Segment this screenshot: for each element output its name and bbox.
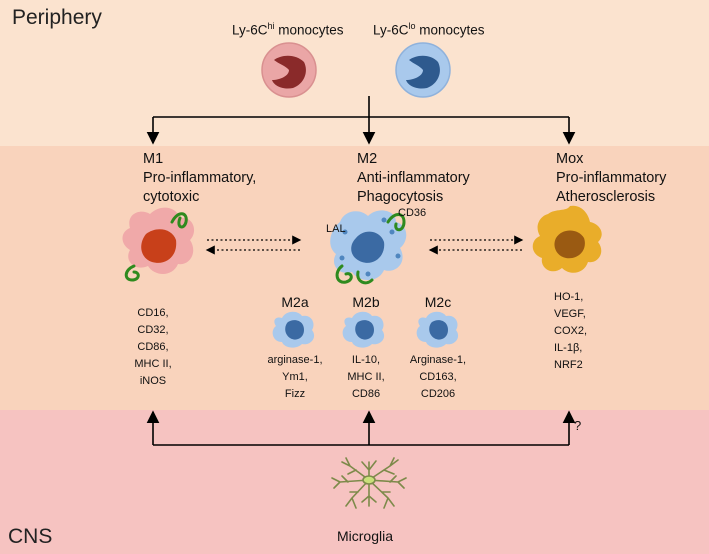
mox-marker: IL-1β,	[554, 342, 583, 354]
mox-marker: VEGF,	[554, 308, 586, 320]
m2-mox-dotted-arrows	[428, 235, 524, 255]
m2b-marker: MHC II,	[347, 371, 385, 383]
m2c-title: M2c	[424, 294, 452, 310]
lal-label: LAL	[326, 223, 346, 235]
m2c-cell	[416, 311, 459, 348]
mox-markers: HO-1, VEGF, COX2, IL-1β, NRF2	[542, 289, 610, 374]
m1-markers: CD16, CD32, CD86, MHC II, iNOS	[125, 305, 181, 390]
ly6c-hi-monocyte	[261, 42, 317, 98]
mox-marker: HO-1,	[554, 291, 584, 303]
microglia-branch-arrows	[146, 410, 576, 446]
m2a-marker: Ym1,	[282, 371, 308, 383]
mox-marker: COX2,	[554, 325, 588, 337]
m2b-marker: CD86	[351, 388, 381, 400]
m1-description-line-1: Pro-inflammatory,	[143, 170, 257, 186]
m2-macrophage	[330, 210, 407, 285]
m2-title: M2	[357, 151, 378, 167]
m2c-marker: Arginase-1,	[409, 354, 467, 366]
m1-marker: CD86,	[137, 341, 169, 353]
m2a-title: M2a	[281, 294, 309, 310]
m2a-markers: arginase-1, Ym1, Fizz	[260, 352, 330, 403]
mox-origin-question-mark: ?	[574, 418, 582, 433]
m2c-marker: CD206	[420, 388, 456, 400]
m1-marker: iNOS	[139, 375, 167, 387]
microglia-cell	[331, 457, 407, 509]
cd36-label: CD36	[398, 207, 427, 219]
mox-header: Mox Pro-inflammatory Atherosclerosis	[556, 150, 666, 207]
m1-m2-dotted-arrows	[205, 235, 302, 255]
m2c-marker: CD163,	[419, 371, 457, 383]
m1-description-line-2: cytotoxic	[143, 189, 200, 205]
periphery-label: Periphery	[12, 6, 102, 29]
m2a-cell	[272, 311, 315, 348]
m1-marker: CD32,	[137, 324, 169, 336]
m2b-title: M2b	[352, 294, 380, 310]
m2b-cell	[342, 311, 385, 348]
ly6c-lo-monocyte	[395, 42, 451, 98]
mox-title: Mox	[556, 151, 584, 167]
ly6c-hi-monocytes-label: Ly-6Chi monocytes	[232, 21, 344, 38]
m1-marker: CD16,	[137, 307, 169, 319]
macrophage-band	[0, 146, 709, 410]
mox-macrophage	[532, 205, 602, 273]
ly6c-lo-monocytes-label: Ly-6Clo monocytes	[373, 21, 485, 38]
microglia-label: Microglia	[337, 528, 394, 544]
m1-marker: MHC II,	[134, 358, 172, 370]
periphery-branch-arrows	[146, 96, 576, 145]
m2b-marker: IL-10,	[351, 354, 381, 366]
m1-header: M1 Pro-inflammatory, cytotoxic	[143, 150, 256, 207]
cns-band	[0, 410, 709, 554]
m2b-markers: IL-10, MHC II, CD86	[335, 352, 397, 403]
m2-header: M2 Anti-inflammatory Phagocytosis	[357, 150, 470, 207]
mox-description-line-2: Atherosclerosis	[556, 189, 656, 205]
m2-description-line-1: Anti-inflammatory	[357, 170, 470, 186]
periphery-band	[0, 0, 709, 146]
mox-description-line-1: Pro-inflammatory	[556, 170, 667, 186]
m2c-markers: Arginase-1, CD163, CD206	[404, 352, 472, 403]
m2a-marker: Fizz	[284, 388, 306, 400]
mox-marker: NRF2	[554, 359, 583, 371]
cns-label: CNS	[8, 525, 53, 548]
m1-macrophage	[122, 207, 195, 282]
m1-title: M1	[143, 151, 164, 167]
m2a-marker: arginase-1,	[267, 354, 323, 366]
m2-description-line-2: Phagocytosis	[357, 189, 444, 205]
